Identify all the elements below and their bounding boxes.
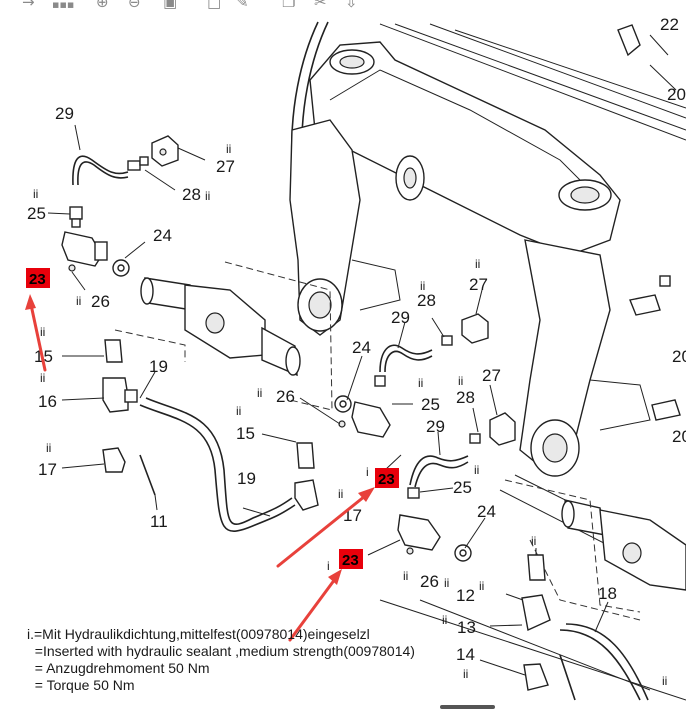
note-line: i.=Mit Hydraulikdichtung,mittelfest(0097… — [27, 626, 370, 642]
fittings — [61, 24, 681, 691]
callout-27: 27 — [482, 366, 501, 385]
callout-19: 19 — [237, 469, 256, 488]
mark-ii: ii — [662, 674, 667, 688]
callout-25: 25 — [453, 478, 472, 497]
mark-ii: ii — [474, 463, 479, 477]
callout-17: 17 — [343, 506, 362, 525]
mark-ii: ii — [226, 142, 231, 156]
annotation-arrow — [288, 573, 340, 642]
callout-26: 26 — [420, 572, 439, 591]
horizontal-scrollbar[interactable] — [440, 705, 495, 709]
mark-ii: ii — [479, 579, 484, 593]
arrowhead-icon — [328, 569, 342, 585]
forward-arrow-icon[interactable]: → — [22, 0, 35, 11]
mark-ii: ii — [338, 487, 343, 501]
callout-28: 28 — [182, 185, 201, 204]
mark-i: i — [366, 465, 369, 479]
callout-12: 12 — [456, 586, 475, 605]
callout-24: 24 — [153, 226, 172, 245]
mark-ii: ii — [33, 187, 38, 201]
callout-28: 28 — [456, 388, 475, 407]
badge-23-label: 23 — [29, 271, 46, 288]
callout-22: 22 — [660, 15, 679, 34]
note-line: = Torque 50 Nm — [27, 677, 135, 693]
apps-grid-icon[interactable]: ▪▪▪ — [52, 0, 75, 11]
highlight-badges: 23 23 23 — [26, 268, 399, 569]
highlight-badge-23 — [375, 468, 399, 488]
note-line: =Inserted with hydraulic sealant ,medium… — [27, 643, 415, 659]
leader-lines — [47, 34, 677, 676]
badge-23-label: 23 — [342, 552, 359, 569]
fit-page-icon[interactable]: ▣ — [163, 0, 178, 11]
hose-lines — [72, 155, 649, 701]
callout-19: 19 — [149, 357, 168, 376]
mark-ii: ii — [40, 325, 45, 339]
mark-ii: ii — [76, 294, 81, 308]
toolbar: → ▪▪▪ ⊕ ⊖ ▣ □ ✎ ❐ ✂ ⇩ — [0, 0, 686, 14]
callout-17: 17 — [38, 460, 57, 479]
highlight-badge-23 — [26, 268, 50, 288]
callout-25: 25 — [421, 395, 440, 414]
callout-11: 11 — [150, 512, 168, 531]
copy-icon[interactable]: ❐ — [282, 0, 296, 11]
mark-ii: ii — [257, 386, 262, 400]
callout-26: 26 — [91, 292, 110, 311]
callouts: 29 ii 27 28 ii ii 25 24 ii 26 ii 15 19 i… — [27, 15, 686, 688]
mark-ii: ii — [418, 376, 423, 390]
arrowhead-icon — [358, 487, 375, 502]
mark-i: i — [327, 559, 330, 573]
callout-18: 18 — [598, 584, 617, 603]
callout-16: 16 — [38, 392, 57, 411]
mark-ii: ii — [40, 371, 45, 385]
callout-26: 26 — [276, 387, 295, 406]
callout-14: 14 — [456, 645, 475, 664]
footnotes: i.=Mit Hydraulikdichtung,mittelfest(0097… — [27, 626, 415, 694]
callout-25: 25 — [27, 204, 46, 223]
callout-20: 20 — [667, 85, 686, 104]
mark-ii: ii — [420, 279, 425, 293]
axle-frame — [289, 21, 686, 701]
callout-28: 28 — [417, 291, 436, 310]
select-box-icon[interactable]: □ — [207, 0, 222, 11]
callout-27: 27 — [216, 157, 235, 176]
mark-ii: ii — [463, 667, 468, 681]
callout-24: 24 — [477, 502, 496, 521]
right-steering-cylinder — [504, 479, 686, 621]
download-icon[interactable]: ⇩ — [345, 0, 358, 11]
mark-ii: ii — [403, 569, 408, 583]
mark-ii: ii — [46, 441, 51, 455]
zoom-in-icon[interactable]: ⊕ — [96, 0, 109, 11]
callout-29: 29 — [55, 104, 74, 123]
crop-icon[interactable]: ✂ — [314, 0, 327, 11]
mark-ii: ii — [236, 404, 241, 418]
mark-ii: ii — [458, 374, 463, 388]
callout-13: 13 — [457, 618, 476, 637]
annotation-arrow — [276, 490, 372, 568]
callout-15: 15 — [236, 424, 255, 443]
note-line: = Anzugdrehmoment 50 Nm — [27, 660, 210, 676]
badge-23-label: 23 — [378, 471, 395, 488]
callout-29: 29 — [426, 417, 445, 436]
mark-ii: ii — [205, 189, 210, 203]
highlight-badge-23 — [339, 549, 363, 569]
callout-29: 29 — [391, 308, 410, 327]
arrowhead-icon — [25, 294, 36, 310]
annotation-arrows — [25, 294, 375, 642]
callout-20: 20 — [672, 347, 686, 366]
edit-icon[interactable]: ✎ — [236, 0, 249, 11]
left-steering-cylinder — [114, 261, 333, 411]
zoom-out-icon[interactable]: ⊖ — [128, 0, 141, 11]
callout-24: 24 — [352, 338, 371, 357]
annotation-arrow — [28, 298, 47, 372]
mark-ii: ii — [475, 257, 480, 271]
callout-20: 20 — [672, 427, 686, 446]
washers — [117, 264, 467, 557]
mark-ii: ii — [531, 534, 536, 548]
mark-ii: ii — [444, 576, 449, 590]
mark-ii: ii — [442, 613, 447, 627]
callout-27: 27 — [469, 275, 488, 294]
